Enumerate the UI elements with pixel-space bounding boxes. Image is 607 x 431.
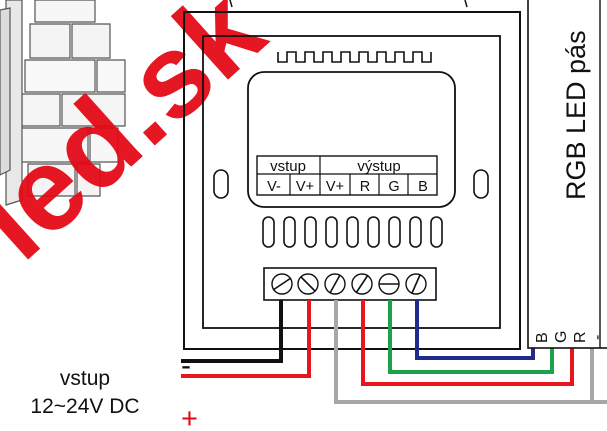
- wires: [181, 300, 607, 404]
- screw-terminal-block: [263, 267, 437, 301]
- terminal-label-b: B: [418, 179, 428, 195]
- vent-slots: [262, 216, 443, 248]
- strip-title: RGB LED pás: [561, 30, 591, 200]
- terminal-label-g: G: [388, 179, 399, 195]
- polarity-minus-label: -: [181, 349, 191, 382]
- strip-connector-common: -: [589, 335, 606, 340]
- input-label-line1: vstup: [60, 367, 110, 390]
- controller-panel: vstup výstup V- V+ V+ R G B: [183, 0, 521, 350]
- terminal-label-r: R: [360, 179, 370, 195]
- wire-red-positive: [181, 300, 311, 378]
- wire-gray-v-plus: [334, 300, 607, 404]
- terminal-label-v-plus-in: V+: [296, 179, 314, 195]
- polarity-plus-label: +: [181, 403, 198, 431]
- header-vystup: výstup: [357, 158, 400, 175]
- wire-black-negative: [181, 300, 283, 363]
- rgb-led-strip: RGB LED pás B G R -: [527, 0, 607, 349]
- strip-connector-r: R: [572, 331, 589, 343]
- input-label-line2: 12~24V DC: [30, 395, 139, 418]
- heatsink-fins: [277, 51, 432, 63]
- wire-red-r: [361, 300, 574, 386]
- terminal-label-v-minus: V-: [267, 179, 281, 195]
- terminal-label-v-plus-out: V+: [326, 179, 344, 195]
- header-vstup: vstup: [270, 158, 306, 175]
- strip-connector-b: B: [534, 332, 551, 343]
- terminal-label-table: vstup výstup V- V+ V+ R G B: [256, 155, 438, 196]
- wall-brick-illustration: [0, 0, 126, 206]
- strip-connector-g: G: [553, 331, 570, 343]
- wire-blue-b: [415, 300, 535, 360]
- wire-green-g: [388, 300, 554, 374]
